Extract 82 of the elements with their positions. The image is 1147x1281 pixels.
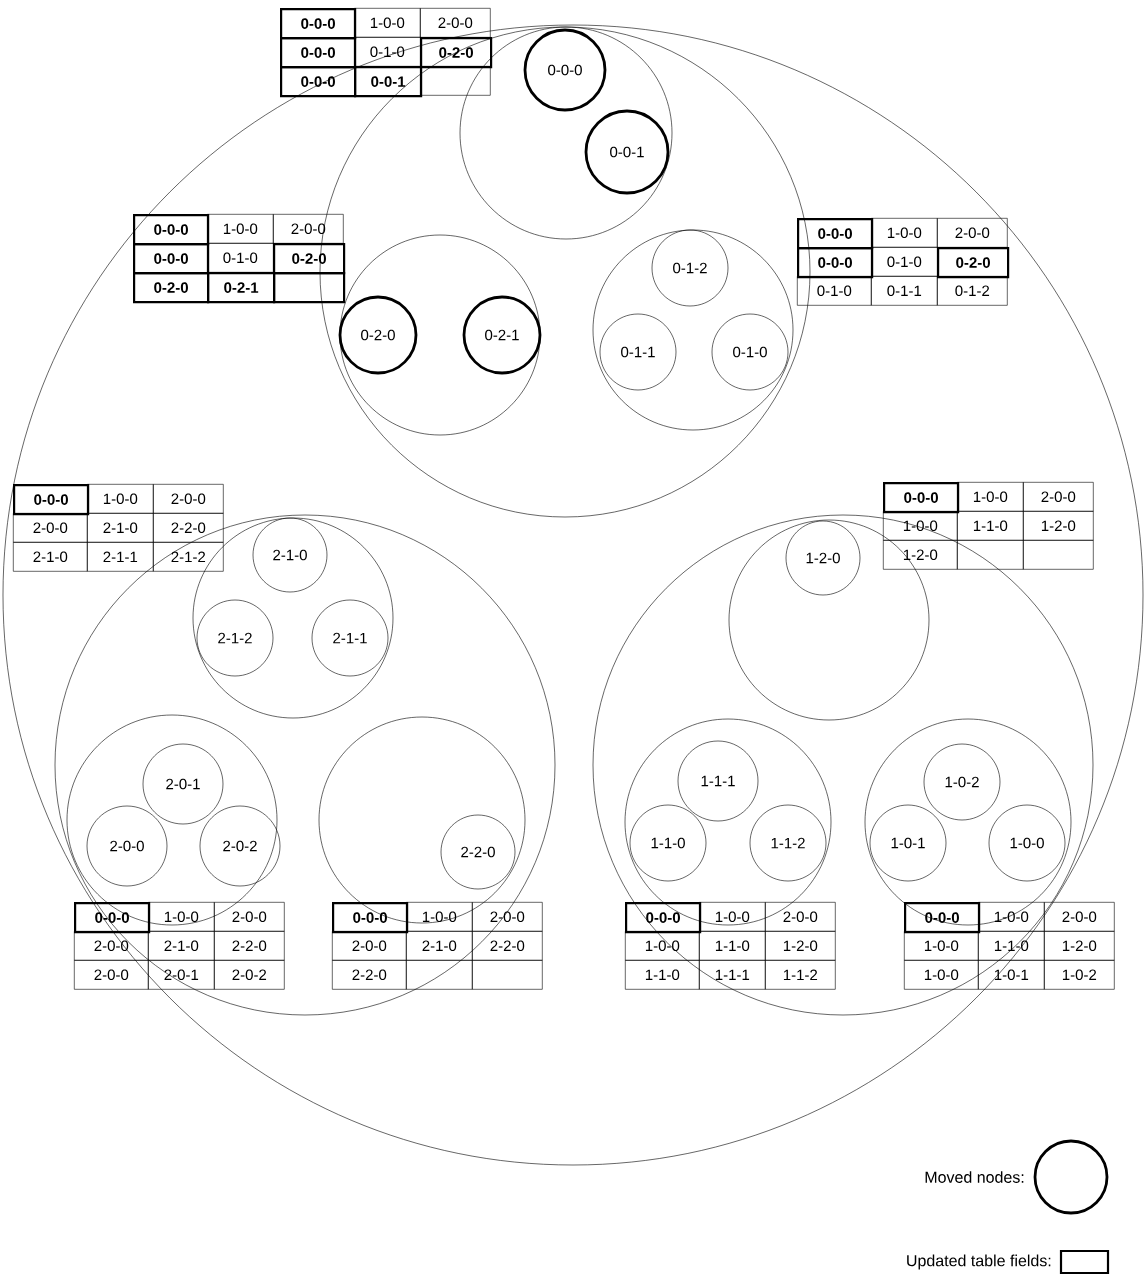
group-circle — [592, 229, 794, 431]
table-cell: 1-2-0 — [883, 540, 958, 570]
table-cell: 1-2-0 — [765, 931, 836, 961]
table-cell: 1-0-0 — [904, 931, 979, 961]
group-circle — [318, 716, 526, 924]
table-cell: 2-0-0 — [74, 931, 149, 961]
table-cell: 0-0-0 — [280, 66, 357, 98]
table-cell: 1-0-0 — [354, 8, 421, 38]
table-cell: 2-0-2 — [214, 960, 285, 990]
table-cell: 1-0-0 — [871, 218, 938, 248]
table-cell: 2-0-0 — [214, 902, 285, 932]
table-cell: 0-0-0 — [625, 902, 702, 934]
table-cell: 2-0-0 — [153, 484, 224, 514]
table-cell: 2-0-0 — [765, 902, 836, 932]
group-circle — [339, 234, 541, 436]
table-cell: 0-0-0 — [13, 484, 90, 516]
table-cell: 2-0-0 — [937, 218, 1008, 248]
table-cell: 2-0-0 — [74, 960, 149, 990]
table-cell: 2-1-0 — [13, 542, 88, 572]
table-cell: 1-1-0 — [699, 931, 766, 961]
table-cell: 1-0-0 — [904, 960, 979, 990]
table-cell: 1-0-0 — [207, 214, 274, 244]
table-cell: 0-2-0 — [420, 37, 493, 69]
table-cell: 2-0-0 — [332, 931, 407, 961]
table-cell: 0-0-0 — [883, 482, 960, 514]
table-cell: 0-2-0 — [937, 247, 1010, 279]
table-cell: 1-0-0 — [699, 902, 766, 932]
table-cell: 0-1-0 — [354, 37, 421, 67]
table-cell: 0-1-0 — [871, 247, 938, 277]
table-cell: 1-0-0 — [87, 484, 154, 514]
table-cell: 1-2-0 — [1023, 511, 1094, 541]
table-cell: 1-0-0 — [625, 931, 700, 961]
table-cell: 1-0-2 — [1044, 960, 1115, 990]
table-cell: 2-0-0 — [13, 513, 88, 543]
table-cell: 1-0-1 — [978, 960, 1045, 990]
table-cell: 2-1-2 — [153, 542, 224, 572]
table-cell: 0-0-0 — [280, 8, 357, 40]
table-cell: 1-1-1 — [699, 960, 766, 990]
table-cell: 1-2-0 — [1044, 931, 1115, 961]
legend-text: Moved nodes: — [925, 1171, 1024, 1183]
table-cell: 2-2-0 — [472, 931, 543, 961]
table-cell: 2-2-0 — [332, 960, 407, 990]
table-cell: 1-0-0 — [957, 482, 1024, 512]
table-cell: 1-0-0 — [406, 902, 473, 932]
table-cell: 0-2-0 — [133, 272, 210, 304]
table-cell: 2-1-0 — [148, 931, 215, 961]
table-cell: 0-0-0 — [797, 247, 874, 279]
table-cell: 2-0-1 — [148, 960, 215, 990]
table-cell: 2-1-0 — [87, 513, 154, 543]
table-cell: 2-0-0 — [1044, 902, 1115, 932]
table-cell: 0-0-0 — [904, 902, 981, 934]
group-circle — [66, 714, 278, 926]
table-cell: 0-1-0 — [207, 243, 274, 273]
table-cell: 1-1-0 — [978, 931, 1045, 961]
table-cell: 1-1-2 — [765, 960, 836, 990]
table-cell: 1-1-0 — [625, 960, 700, 990]
table-cell: 0-0-0 — [133, 214, 210, 246]
legend-text: Updated table fields: — [907, 1254, 1051, 1270]
table-cell: 0-1-1 — [871, 276, 938, 306]
table-cell: 0-0-0 — [133, 243, 210, 275]
table-cell: 2-1-0 — [406, 931, 473, 961]
table-cell: 2-2-0 — [153, 513, 224, 543]
table-cell: 0-0-0 — [797, 218, 874, 250]
table-cell: 2-0-0 — [420, 8, 491, 38]
table-cell: 2-0-0 — [472, 902, 543, 932]
table-cell: 1-0-0 — [978, 902, 1045, 932]
table-cell: 0-2-1 — [207, 272, 276, 304]
table-cell: 0-2-0 — [273, 243, 346, 275]
table-cell: 2-2-0 — [214, 931, 285, 961]
table-cell: 0-0-0 — [280, 37, 357, 69]
table-cell: 2-0-0 — [273, 214, 344, 244]
table-cell: 0-0-0 — [332, 902, 409, 934]
table-cell: 0-1-2 — [937, 276, 1008, 306]
table-cell: 0-0-0 — [74, 902, 151, 934]
group-circle — [624, 718, 832, 926]
table-cell: 1-1-0 — [957, 511, 1024, 541]
table-cell: 0-1-0 — [797, 276, 872, 306]
table-cell: 1-0-0 — [148, 902, 215, 932]
table-cell: 0-0-1 — [354, 66, 423, 98]
table-cell: 2-0-0 — [1023, 482, 1094, 512]
table-cell: 2-1-1 — [87, 542, 154, 572]
table-cell: 1-0-0 — [883, 511, 958, 541]
